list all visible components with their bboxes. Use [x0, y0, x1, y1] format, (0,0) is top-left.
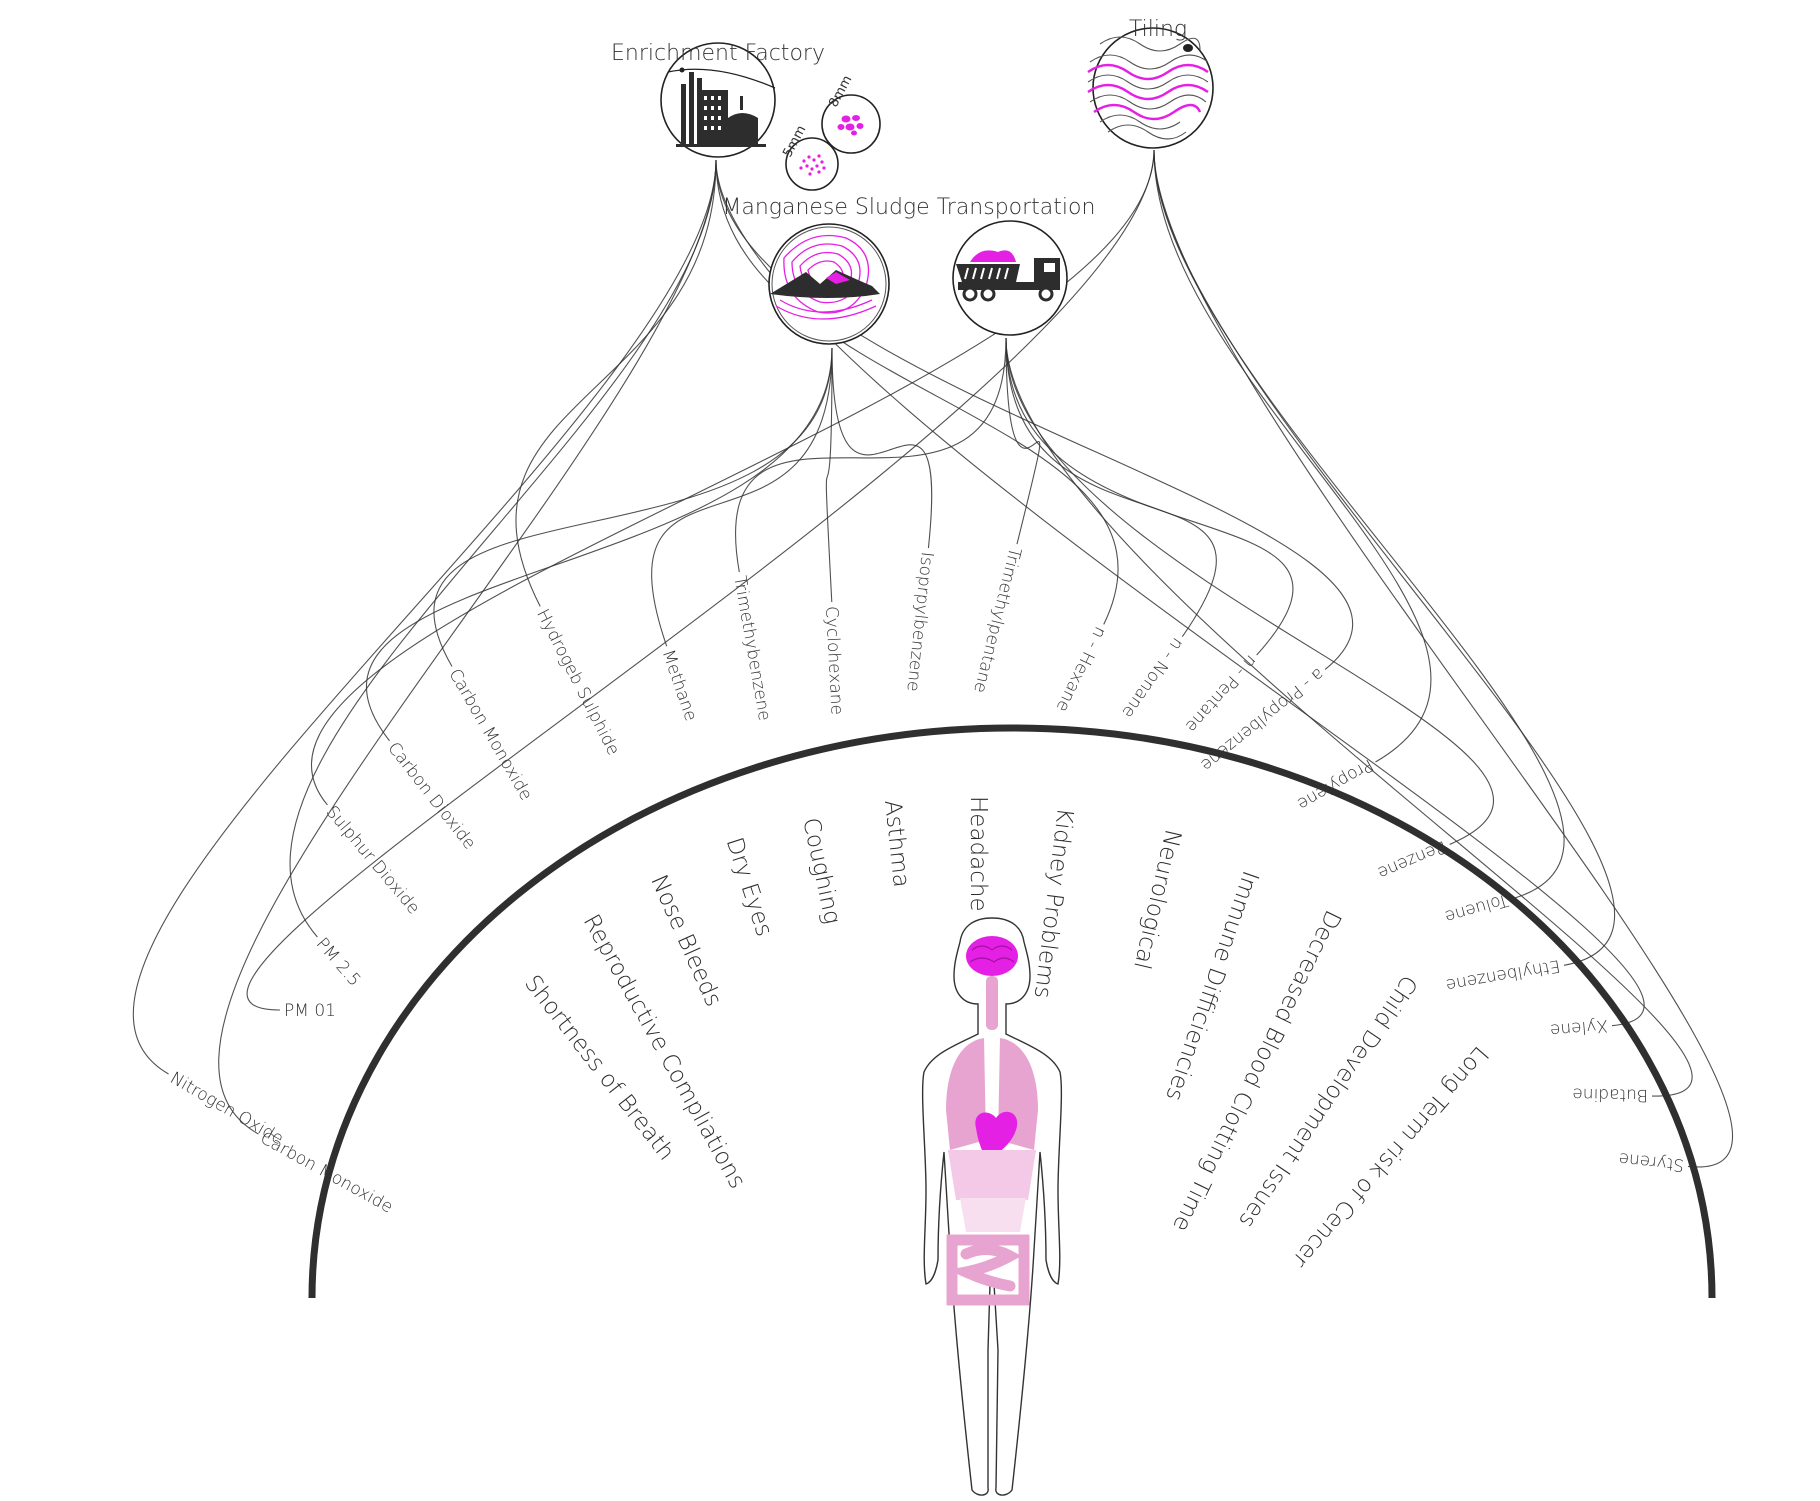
connection-line-16 — [1005, 337, 1294, 656]
connection-line-19 — [1005, 337, 1495, 845]
connection-line-1 — [218, 159, 717, 1135]
pollutant-label-trimethylpentane: Trimethylpentane — [969, 545, 1024, 695]
health-effect-kidney-problems: Kidney Problems — [1029, 806, 1078, 999]
large-particles-icon — [837, 115, 864, 136]
tiling-wave-icon — [1087, 36, 1209, 140]
particle-size-bubbles: 8mm 5mm — [780, 73, 881, 191]
liver-icon — [948, 1150, 1036, 1200]
pollutant-label-n-nonane: n - Nonane — [1117, 634, 1187, 722]
truck-icon — [956, 250, 1060, 302]
connection-line-10 — [735, 337, 1007, 573]
connection-line-7 — [433, 347, 833, 667]
pollutant-label-ethylbenzene: Ethylbenzene — [1444, 955, 1561, 995]
health-effect-child-development-issues: Child Development Issues — [1233, 970, 1422, 1232]
pollutant-label-cyclohexane: Cyclohexane — [821, 606, 847, 716]
pollutant-label-pm-01: PM 01 — [284, 1001, 336, 1021]
pollutant-label-methane: Methane — [658, 647, 701, 724]
enrichment-factory-node: Enrichment Factory — [611, 41, 825, 158]
connection-line-14 — [715, 159, 1119, 625]
brain-icon — [966, 936, 1018, 976]
tiling-label: Tiling — [1129, 17, 1187, 42]
heart-icon — [975, 1111, 1018, 1162]
connection-line-4 — [289, 159, 717, 938]
tiling-dot-icon — [1183, 44, 1193, 52]
health-effect-nose-bleeds: Nose Bleeds — [645, 871, 726, 1010]
pollutant-label-styrene: Styrene — [1618, 1148, 1686, 1175]
pollutant-label-pm-2-5: PM 2.5 — [312, 934, 365, 990]
transportation-node: Transportation — [937, 195, 1096, 336]
pollutant-label-hydrogeb-sulphide: Hydrogeb Sulphide — [532, 606, 623, 759]
health-effect-headache: Headache — [965, 796, 991, 912]
connection-line-15 — [1005, 337, 1217, 638]
health-effect-neurological: Neurological — [1128, 827, 1185, 972]
connection-line-3 — [246, 149, 1155, 1011]
intestines-icon — [946, 1234, 1030, 1306]
connection-line-17 — [715, 159, 1354, 670]
pollutant-label-carbon-monoxide: Carbon Monoxide — [444, 666, 536, 805]
factory-icon — [667, 67, 776, 147]
tiling-node: Tiling — [1087, 17, 1214, 149]
pollutant-label-benzene: Benzene — [1375, 836, 1450, 883]
sludge-mound-icon — [770, 270, 880, 298]
pollutant-label-n-hexane: n - Hexane — [1052, 623, 1110, 715]
pollutant-label-isoprpylbenzene: Isoprpylbenzene — [902, 551, 937, 693]
health-effect-long-term-risk-of-cencer: Long Term risk of Cencer — [1287, 1041, 1493, 1273]
connection-line-24 — [1153, 149, 1733, 1168]
enrichment-factory-label: Enrichment Factory — [611, 41, 825, 66]
connection-line-12 — [831, 347, 933, 549]
pollutant-label-butadine: Butadine — [1572, 1084, 1648, 1105]
trachea-icon — [986, 976, 998, 1030]
pollutant-label-a-propylbenzene: a - Propylbenzene — [1197, 663, 1328, 775]
health-effect-dry-eyes: Dry Eyes — [721, 834, 777, 939]
pollutant-label-nitrogen-oxide: Nitrogen Oxide — [167, 1068, 287, 1149]
connection-line-11 — [825, 347, 833, 603]
health-effect-shortness-of-breath: Shortness of Breath — [519, 971, 679, 1166]
transportation-label: Transportation — [937, 195, 1096, 220]
pollutant-label-sulphur-dioxide: Sulphur Dioxide — [322, 802, 424, 918]
pollutant-label-trimethybenzene: Trimethybenzene — [729, 574, 774, 722]
small-particles-icon — [799, 154, 826, 176]
pollutant-label-carbon-dioxide: Carbon Dioxide — [383, 738, 479, 853]
health-effect-coughing: Coughing — [797, 816, 845, 927]
connection-lines — [133, 149, 1733, 1168]
human-figure — [921, 917, 1063, 1496]
particle-5mm-circle — [785, 137, 839, 191]
connection-line-23 — [1005, 337, 1693, 1097]
connection-line-21 — [1153, 149, 1616, 966]
pollutant-label-toluene: Toluene — [1442, 889, 1510, 926]
connection-line-8 — [515, 159, 717, 607]
body-dome-arc — [308, 724, 1716, 1299]
manganese-sludge-label: Manganese Sludge — [722, 195, 929, 220]
connection-line-2 — [133, 159, 717, 1075]
manganese-sludge-node: Manganese Sludge — [722, 195, 930, 345]
connection-line-9 — [651, 347, 833, 647]
health-effect-asthma: Asthma — [879, 799, 914, 889]
connection-line-18 — [1153, 149, 1432, 763]
connection-line-20 — [1153, 149, 1565, 900]
pollutant-label-xylene: Xylene — [1549, 1015, 1609, 1040]
